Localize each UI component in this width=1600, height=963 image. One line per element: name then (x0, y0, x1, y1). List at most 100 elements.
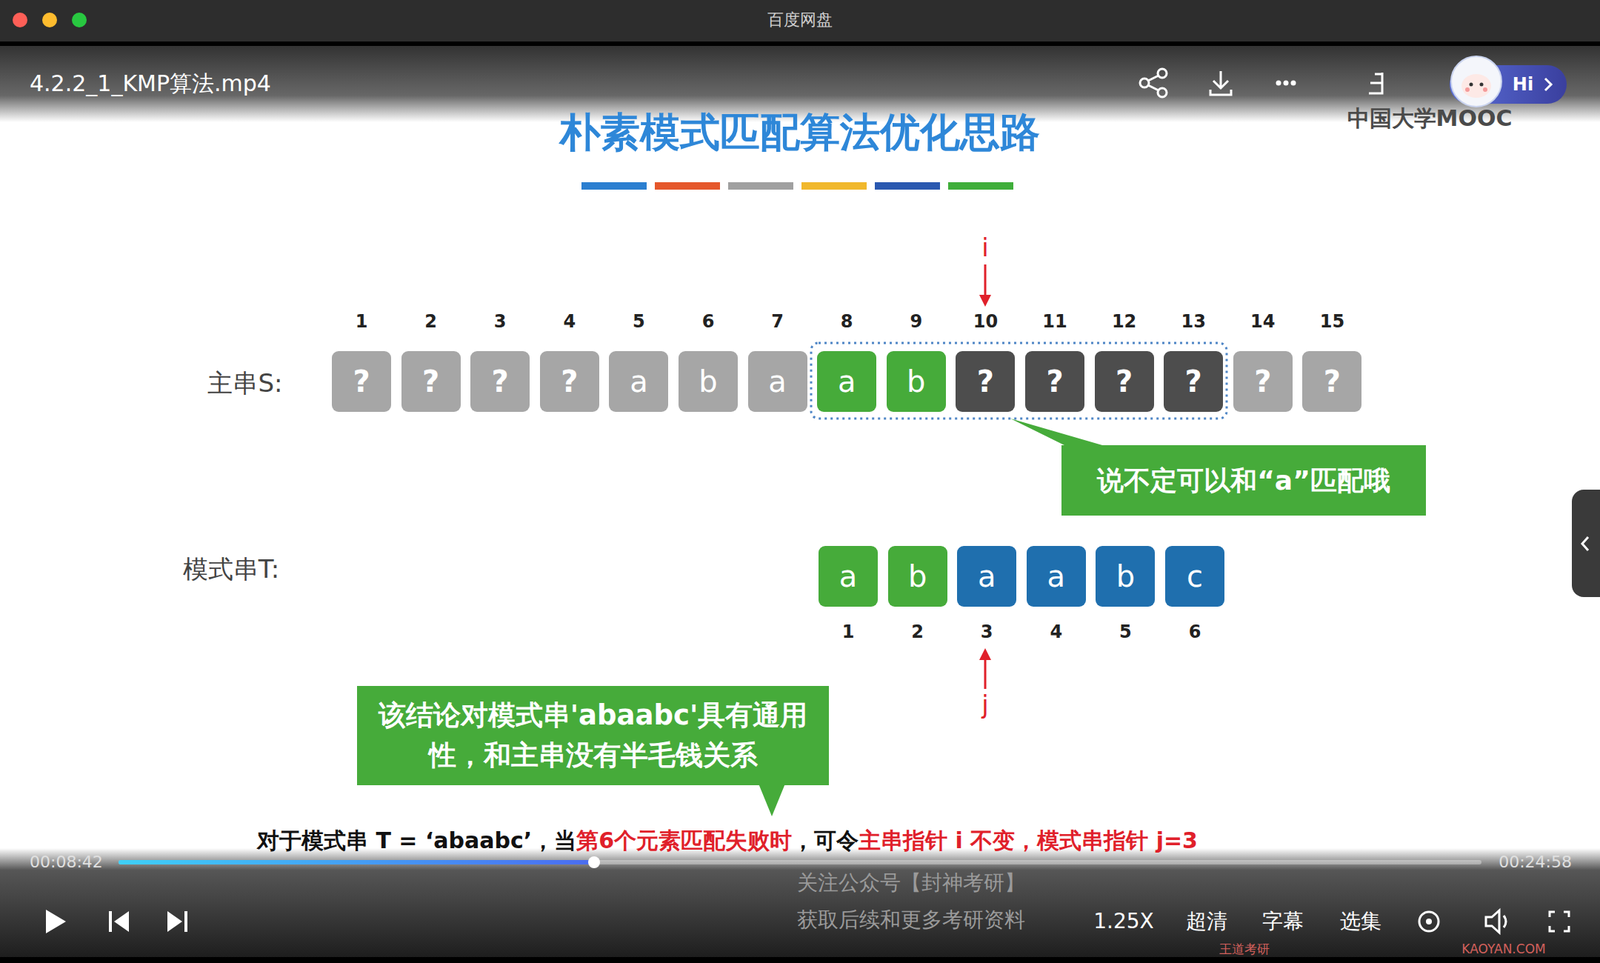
index-number: 3 (494, 311, 507, 333)
progress-track (118, 860, 1482, 865)
window-bottom (0, 957, 1600, 963)
main-string-cell: ? (1094, 351, 1155, 412)
color-bar (948, 182, 1014, 190)
avatar-eye (1480, 82, 1484, 87)
pointer-arrow (984, 658, 987, 689)
pattern-cell: a (1026, 545, 1086, 607)
pattern-cell: b (1095, 545, 1155, 607)
cell-char: b (906, 363, 926, 400)
pattern-cell: a (818, 545, 878, 607)
index-number: 15 (1320, 311, 1345, 333)
pointer-name: i (981, 232, 989, 263)
file-name: 4.2.2_1_KMP算法.mp4 (29, 70, 272, 98)
assistant-label: Hi (1512, 74, 1534, 96)
callout-box: 说不定可以和“a”匹配哦 (1061, 445, 1426, 516)
main-string-cell: ? (1025, 351, 1085, 412)
cell-char: ? (1185, 363, 1203, 400)
index-number: 7 (771, 311, 784, 333)
cell-char: ? (1323, 363, 1341, 400)
avatar-cheek (1482, 87, 1488, 92)
cell-char: a (839, 558, 858, 595)
slide-ground (0, 45, 1600, 958)
conclusion-highlight: 模式串指针 j=3 (1037, 827, 1198, 854)
pip-icon (1368, 72, 1383, 94)
watermark: 中国大学MOOC (1347, 105, 1513, 132)
window-title: 百度网盘 (767, 10, 833, 30)
pattern-cell: a (957, 545, 1017, 607)
zoom-dot (71, 12, 87, 28)
index-number: 5 (1119, 621, 1132, 643)
main-string-cell: ? (955, 351, 1015, 412)
settings-icon (1425, 918, 1432, 925)
cell-char: ? (1045, 363, 1063, 400)
index-number: 4 (562, 311, 576, 333)
color-bar (581, 182, 647, 190)
main-string-cell: ? (1163, 351, 1223, 412)
pointer-name: j (981, 689, 989, 720)
share-icon (1140, 68, 1167, 98)
play-icon (45, 909, 66, 934)
main-string-cell: ? (1302, 351, 1362, 412)
cell-char: ? (560, 363, 578, 400)
index-number: 6 (1188, 621, 1202, 643)
avatar-eye (1469, 82, 1474, 87)
chevron-right (1545, 78, 1552, 91)
cell-char: b (908, 558, 927, 595)
time-elapsed: 00:08:42 (29, 852, 103, 872)
window-titlebar (0, 0, 1600, 42)
cell-char: ? (1115, 363, 1133, 400)
pattern-cell: c (1165, 545, 1225, 607)
speed-button: 1.25X (1093, 908, 1155, 935)
arrow-head (979, 294, 992, 307)
cell-char: a (629, 363, 649, 400)
download-icon (1210, 71, 1232, 95)
callout-text: 该结论对模式串'abaabc'具有通用性，和主串没有半毛钱关系 (371, 695, 815, 775)
close-dot (12, 12, 28, 28)
conclusion-text: 对于模式串 T = ‘abaabc’，当 (257, 827, 577, 854)
cell-char: ? (491, 363, 509, 400)
cell-char: a (768, 363, 787, 400)
conclusion-line: 对于模式串 T = ‘abaabc’，当第6个元素匹配失败时，可令主串指针 i … (257, 827, 1198, 855)
quality-button: 超清 (1185, 908, 1228, 935)
watermark: 获取后续和更多考研资料 (797, 907, 1026, 933)
minimize-dot (42, 12, 58, 28)
main-string-cell: ? (470, 351, 530, 412)
row-label: 模式串T: (182, 554, 280, 585)
cell-char: c (1186, 558, 1203, 595)
cell-char: a (1047, 558, 1066, 595)
main-string-cell: a (817, 351, 877, 412)
callout-pointer (1010, 418, 1108, 447)
watermark: 关注公众号【封神考研】 (797, 870, 1026, 896)
arrow-head (979, 648, 992, 660)
slide-title: 朴素模式匹配算法优化思路 (560, 108, 1040, 158)
index-number: 2 (424, 311, 438, 333)
callout-box: 该结论对模式串'abaabc'具有通用性，和主串没有半毛钱关系 (357, 685, 829, 786)
fullscreen-icon (1549, 911, 1569, 932)
index-number: 12 (1111, 311, 1137, 333)
cell-char: ? (1254, 363, 1272, 400)
index-number: 6 (702, 311, 715, 333)
main-string-cell: ? (331, 351, 392, 412)
prev-icon (114, 911, 129, 932)
cell-char: a (837, 363, 857, 400)
watermark: KAOYAN.COM (1461, 941, 1546, 957)
main-string-cell: ? (540, 351, 600, 412)
episode-button: 选集 (1340, 908, 1382, 935)
index-number: 9 (909, 311, 923, 333)
cell-char: ? (977, 363, 995, 400)
main-string-cell: ? (401, 351, 461, 412)
assistant-avatar (1451, 56, 1502, 107)
avatar-face (1461, 74, 1492, 98)
pattern-cell: b (888, 545, 948, 607)
cell-char: b (698, 363, 718, 400)
progress-knob (588, 856, 600, 869)
settings-icon (1419, 911, 1439, 932)
main-string-cell: a (608, 351, 669, 412)
color-bar (874, 182, 940, 190)
more-icon (1276, 80, 1297, 86)
color-bar (801, 182, 867, 190)
volume-icon (1503, 915, 1506, 928)
watermark: 王道考研 (1219, 941, 1270, 957)
index-number: 10 (973, 311, 998, 333)
cell-char: a (977, 558, 997, 595)
